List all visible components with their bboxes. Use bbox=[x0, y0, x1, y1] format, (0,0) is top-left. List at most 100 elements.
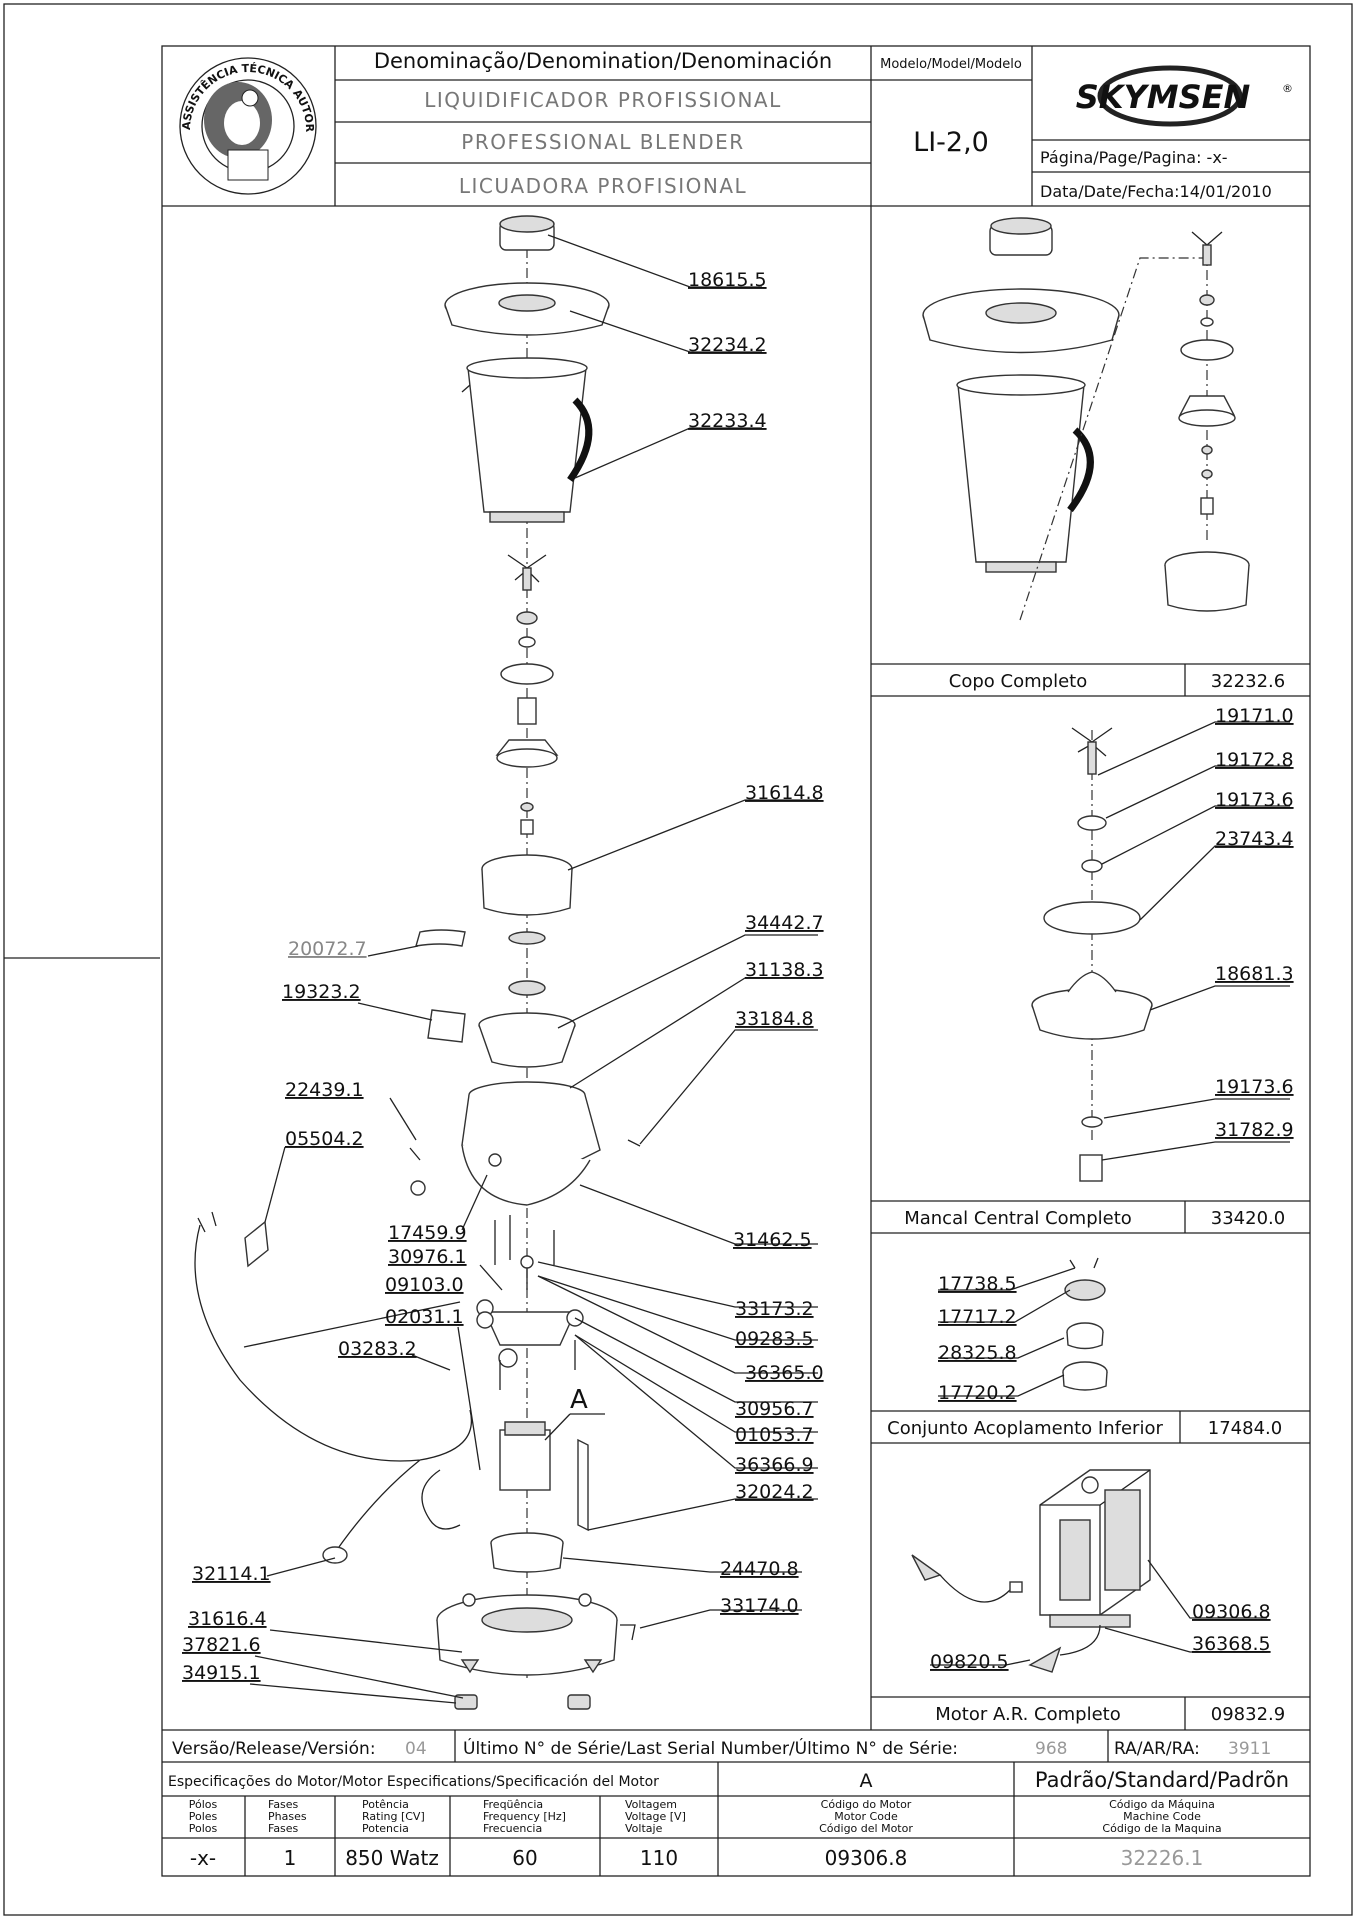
spec-phases: 1 bbox=[284, 1846, 297, 1870]
part-label: 19171.0 bbox=[1215, 705, 1294, 727]
svg-text:Potência: Potência bbox=[362, 1798, 409, 1811]
part-label: 18615.5 bbox=[688, 269, 767, 291]
spec-frequency: 60 bbox=[512, 1846, 537, 1870]
name-spanish: LICUADORA PROFISIONAL bbox=[459, 174, 747, 198]
part-label: 36366.9 bbox=[735, 1454, 814, 1476]
drawing-frame bbox=[161, 45, 1311, 1877]
central-bearing-drawing bbox=[1031, 727, 1153, 1182]
part-label: 03283.2 bbox=[338, 1338, 417, 1360]
main-leaders bbox=[243, 234, 818, 1704]
part-label: 31782.9 bbox=[1215, 1119, 1294, 1141]
assembly-name-coupling: Conjunto Acoplamento Inferior bbox=[887, 1418, 1163, 1439]
assembly-code-motor: 09832.9 bbox=[1211, 1704, 1285, 1725]
part-label: 17717.2 bbox=[938, 1306, 1017, 1328]
svg-text:Machine Code: Machine Code bbox=[1123, 1810, 1201, 1823]
coupling-leaders bbox=[938, 1267, 1076, 1397]
svg-text:Rating [CV]: Rating [CV] bbox=[362, 1810, 425, 1823]
cup-complete-drawing bbox=[922, 217, 1250, 621]
spec-voltage: 110 bbox=[640, 1846, 678, 1870]
motor-spec-label: Especificações do Motor/Motor Especifica… bbox=[168, 1774, 659, 1790]
svg-text:Polos: Polos bbox=[189, 1822, 218, 1835]
authorized-service-seal: ASSISTÊNCIA TÉCNICA AUTORIZADA bbox=[0, 0, 317, 195]
part-label: 19323.2 bbox=[282, 981, 361, 1003]
part-label: 23743.4 bbox=[1215, 828, 1294, 850]
version-value: 04 bbox=[405, 1739, 427, 1759]
part-label: 33184.8 bbox=[735, 1008, 814, 1030]
assembly-code-bearing: 33420.0 bbox=[1211, 1208, 1285, 1229]
part-label: 05504.2 bbox=[285, 1128, 364, 1150]
model-value: LI-2,0 bbox=[913, 127, 989, 158]
part-label: 01053.7 bbox=[735, 1424, 814, 1446]
brand-registered: ® bbox=[1282, 82, 1293, 95]
part-label: 32233.4 bbox=[688, 410, 767, 432]
part-label: 09306.8 bbox=[1192, 1601, 1271, 1623]
part-label: 20072.7 bbox=[288, 938, 367, 960]
part-label: 17720.2 bbox=[938, 1382, 1017, 1404]
brand-logo: SKYMSEN ® bbox=[1076, 65, 1293, 127]
detail-a-label: A bbox=[570, 1385, 588, 1415]
part-label: 32234.2 bbox=[688, 334, 767, 356]
motor-drawing bbox=[911, 1469, 1151, 1673]
bearing-part-labels: 19171.0 19172.8 19173.6 23743.4 18681.3 … bbox=[1215, 705, 1294, 1141]
bearing-leaders bbox=[1097, 721, 1290, 1161]
assembly-name-motor: Motor A.R. Completo bbox=[935, 1704, 1120, 1725]
spec-column-headers: Pólos Poles Polos Fases Phases Fases Pot… bbox=[189, 1798, 1222, 1835]
svg-text:Potencia: Potencia bbox=[362, 1822, 409, 1835]
date-label: Data/Date/Fecha:14/01/2010 bbox=[1040, 182, 1272, 201]
part-label: 30956.7 bbox=[735, 1398, 814, 1420]
standard-label: Padrão/Standard/Padrõn bbox=[1035, 1768, 1289, 1792]
part-label: 31138.3 bbox=[745, 959, 824, 981]
page-label: Página/Page/Pagina: -x- bbox=[1040, 148, 1228, 167]
spec-values: -x- 1 850 Watz 60 110 09306.8 32226.1 bbox=[190, 1846, 1204, 1870]
part-label: 19173.6 bbox=[1215, 789, 1294, 811]
part-label: 33174.0 bbox=[720, 1595, 799, 1617]
version-label: Versão/Release/Versión: bbox=[172, 1739, 376, 1759]
ra-label: RA/AR/RA: bbox=[1114, 1739, 1200, 1759]
lower-coupling-drawing bbox=[1062, 1257, 1108, 1391]
assembly-code-cup: 32232.6 bbox=[1211, 671, 1285, 692]
main-part-labels: 18615.5 32234.2 32233.4 31614.8 20072.7 … bbox=[182, 269, 824, 1684]
svg-text:Código da Máquina: Código da Máquina bbox=[1109, 1798, 1215, 1811]
spec-poles: -x- bbox=[190, 1846, 216, 1870]
motor-part-labels: 09306.8 36368.5 09820.5 bbox=[930, 1601, 1271, 1673]
part-label: 31616.4 bbox=[188, 1608, 267, 1630]
part-label: 33173.2 bbox=[735, 1298, 814, 1320]
part-label: 37821.6 bbox=[182, 1634, 261, 1656]
part-label: 02031.1 bbox=[385, 1306, 464, 1328]
assembly-code-coupling: 17484.0 bbox=[1208, 1418, 1282, 1439]
part-label: 36365.0 bbox=[745, 1362, 824, 1384]
svg-text:Motor Code: Motor Code bbox=[834, 1810, 898, 1823]
part-label: 09820.5 bbox=[930, 1651, 1009, 1673]
motor-leaders bbox=[930, 1559, 1267, 1666]
part-label: 17459.9 bbox=[388, 1222, 467, 1244]
name-english: PROFESSIONAL BLENDER bbox=[461, 130, 744, 154]
part-label: 34442.7 bbox=[745, 912, 824, 934]
svg-text:Frecuencia: Frecuencia bbox=[483, 1822, 542, 1835]
part-label: 28325.8 bbox=[938, 1342, 1017, 1364]
part-label: 19173.6 bbox=[1215, 1076, 1294, 1098]
part-label: 32114.1 bbox=[192, 1563, 271, 1585]
svg-text:Voltaje: Voltaje bbox=[625, 1822, 663, 1835]
spec-machine-code: 32226.1 bbox=[1121, 1846, 1204, 1870]
svg-text:Voltage [V]: Voltage [V] bbox=[625, 1810, 686, 1823]
svg-text:Poles: Poles bbox=[189, 1810, 218, 1823]
part-label: 30976.1 bbox=[388, 1246, 467, 1268]
svg-text:Voltagem: Voltagem bbox=[625, 1798, 677, 1811]
part-label: 31614.8 bbox=[745, 782, 824, 804]
ra-value: 3911 bbox=[1228, 1739, 1271, 1759]
denomination-title: Denominação/Denomination/Denominación bbox=[374, 49, 832, 73]
svg-text:Pólos: Pólos bbox=[189, 1798, 218, 1811]
part-label: 17738.5 bbox=[938, 1273, 1017, 1295]
spec-rating: 850 Watz bbox=[345, 1846, 439, 1870]
model-label: Modelo/Model/Modelo bbox=[880, 57, 1022, 72]
serial-value: 968 bbox=[1035, 1739, 1067, 1759]
svg-text:Frequency [Hz]: Frequency [Hz] bbox=[483, 1810, 566, 1823]
coupling-part-labels: 17738.5 17717.2 28325.8 17720.2 bbox=[938, 1273, 1017, 1404]
motor-variant: A bbox=[860, 1770, 873, 1792]
svg-text:Código del Motor: Código del Motor bbox=[819, 1822, 913, 1835]
name-portuguese: LIQUIDIFICADOR PROFISSIONAL bbox=[424, 88, 781, 112]
part-label: 18681.3 bbox=[1215, 963, 1294, 985]
sheet-border bbox=[3, 3, 1353, 1916]
brand-name: SKYMSEN bbox=[1076, 78, 1251, 116]
